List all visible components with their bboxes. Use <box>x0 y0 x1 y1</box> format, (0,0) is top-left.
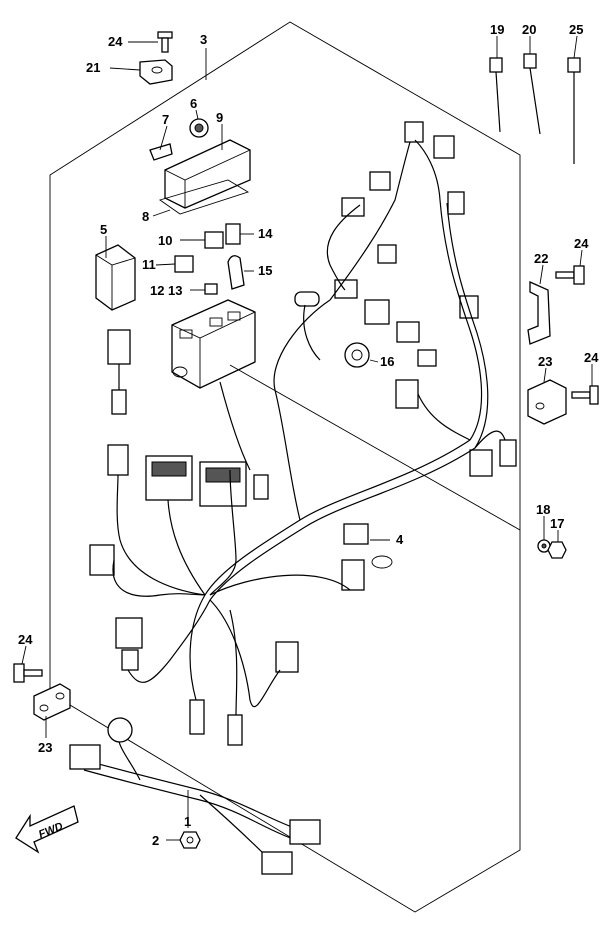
callout-12: 12 <box>150 283 164 298</box>
connector-small-c <box>253 474 269 500</box>
bolt-24-right-lower <box>571 385 599 405</box>
callout-15: 15 <box>258 263 272 278</box>
washer-18 <box>537 539 551 553</box>
clip-7 <box>149 143 173 161</box>
cable-tie-20 <box>523 53 541 135</box>
callout-23-left: 23 <box>38 740 52 755</box>
callout-24-right-lower: 24 <box>584 350 599 365</box>
leader-lines <box>21 35 593 841</box>
bolt-24-left <box>13 663 43 683</box>
grommet-6 <box>189 118 209 138</box>
callout-22: 22 <box>534 251 548 266</box>
fuse-box-cover-9 <box>164 139 251 209</box>
callout-5: 5 <box>100 222 107 237</box>
sub-harness-1 <box>69 717 321 875</box>
fwd-arrow-icon: FWD <box>15 805 79 854</box>
connector-bottom-left <box>115 617 143 671</box>
callout-13: 13 <box>168 283 182 298</box>
callout-2: 2 <box>152 833 159 848</box>
nut-17 <box>547 541 567 559</box>
connector-right-mid <box>341 559 365 591</box>
connector-block-a <box>145 455 193 501</box>
fuse-12-13 <box>204 283 218 295</box>
callout-25: 25 <box>569 22 583 37</box>
callout-17: 17 <box>550 516 564 531</box>
cable-tie-25 <box>567 57 581 164</box>
connector-4 <box>343 523 393 569</box>
callout-16: 16 <box>380 354 394 369</box>
connector-left-mid <box>107 444 129 476</box>
callout-23-right: 23 <box>538 354 552 369</box>
callout-14: 14 <box>258 226 273 241</box>
callout-24-top: 24 <box>108 34 123 49</box>
bracket-21 <box>139 59 173 85</box>
callout-20: 20 <box>522 22 536 37</box>
fuse-14 <box>225 223 241 245</box>
bolt-24-top <box>157 31 173 53</box>
callout-labels: 24 21 3 6 7 9 8 5 10 11 12 13 14 15 16 4… <box>18 22 599 848</box>
callout-19: 19 <box>490 22 504 37</box>
assembly-frame <box>49 21 521 913</box>
callout-8: 8 <box>142 209 149 224</box>
connector-block-b <box>199 461 247 507</box>
callout-10: 10 <box>158 233 172 248</box>
connector-bottom-right <box>275 641 299 673</box>
callout-7: 7 <box>162 112 169 127</box>
callout-18: 18 <box>536 502 550 517</box>
bracket-23-left <box>33 683 71 721</box>
callout-3: 3 <box>200 32 207 47</box>
callout-24-right-upper: 24 <box>574 236 589 251</box>
bracket-22 <box>527 280 551 345</box>
callout-21: 21 <box>86 60 100 75</box>
bracket-23-right <box>527 379 567 425</box>
bulb-15 <box>227 255 245 290</box>
callout-24-left: 24 <box>18 632 33 647</box>
harness-trunk <box>112 139 506 716</box>
relay-11 <box>174 255 194 273</box>
nut-2 <box>179 831 201 849</box>
gasket-8 <box>158 179 250 215</box>
connector-bottom-mid-b <box>227 714 243 746</box>
connector-left-upper <box>107 329 131 415</box>
connector-left-lower <box>89 544 115 576</box>
callout-4: 4 <box>396 532 404 547</box>
callout-1: 1 <box>184 814 191 829</box>
callout-6: 6 <box>190 96 197 111</box>
junction-box <box>171 299 256 389</box>
bolt-24-right-upper <box>555 265 585 285</box>
callout-11: 11 <box>142 257 156 272</box>
relay-10 <box>204 231 224 249</box>
cable-tie-19 <box>489 57 503 133</box>
sensor-16 <box>344 342 370 368</box>
connector-cluster-right <box>294 121 517 477</box>
callout-9: 9 <box>216 110 223 125</box>
relay-5 <box>95 244 136 311</box>
connector-bottom-mid-a <box>189 699 205 735</box>
